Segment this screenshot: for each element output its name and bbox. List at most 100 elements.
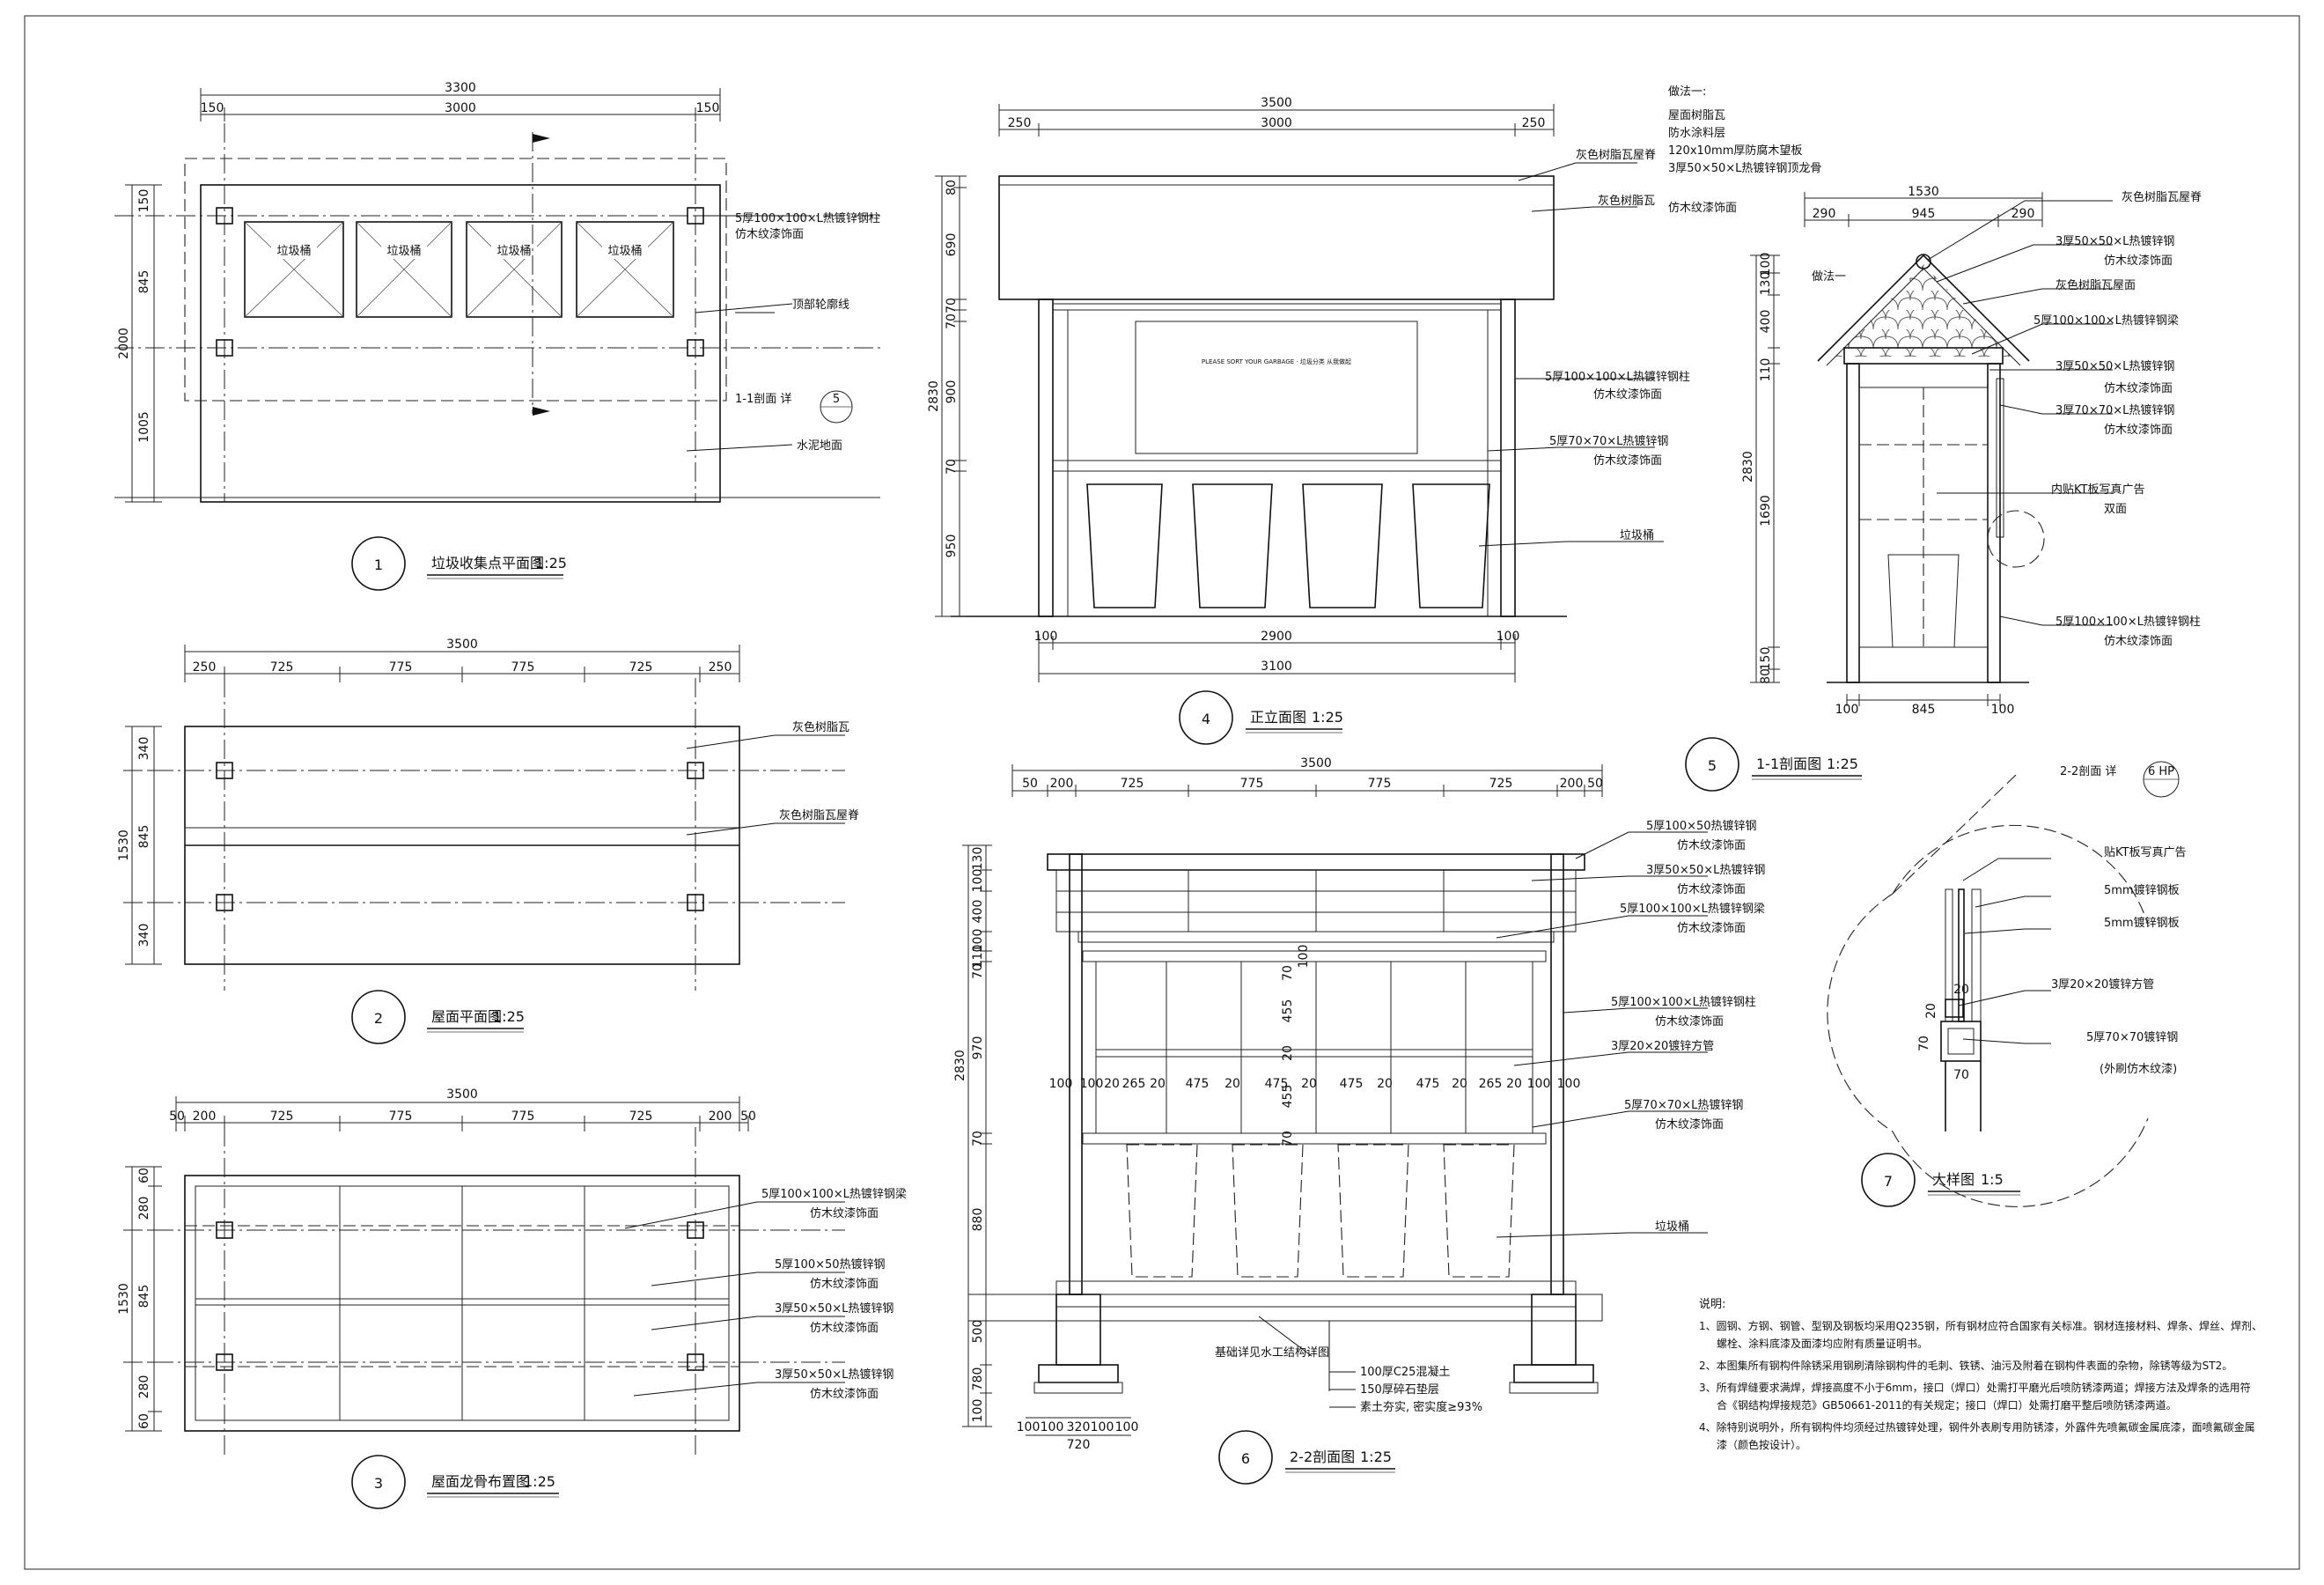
note-text: 仿木纹漆饰面: [2104, 634, 2173, 648]
method-tag: 做法一: [1812, 270, 1846, 284]
dim-text: 80: [1759, 668, 1773, 684]
note-text: 仿木纹漆饰面: [1655, 1117, 1724, 1132]
section-2-2-drawing: 3500 50 200 725 775 775 725 200 50 2830 …: [953, 756, 1765, 1485]
dim-text: 775: [389, 660, 413, 675]
drawing-title: 垃圾收集点平面图: [431, 555, 544, 571]
note-text: 5厚100×100×L热镀锌钢梁: [761, 1187, 907, 1201]
note-text: 仿木纹漆饰面: [2104, 423, 2173, 437]
dim-text: 20: [1452, 1077, 1467, 1091]
bin-label: 垃圾桶: [496, 245, 531, 258]
dim-text: 3300: [445, 81, 476, 95]
dim-text: 70: [1917, 1036, 1931, 1051]
section-ref: 5: [833, 393, 840, 406]
dim-text: 775: [511, 1110, 535, 1124]
dim-text: 725: [1121, 777, 1144, 791]
dim-text: 70: [971, 963, 985, 979]
section-ref: 6 HP: [2148, 765, 2174, 778]
note-text: 仿木纹漆饰面: [810, 1321, 879, 1335]
dim-text: 2900: [1261, 630, 1292, 644]
dim-text: 455: [1281, 999, 1295, 1023]
dim-text: 100: [1297, 945, 1311, 969]
drawing-number: 3: [374, 1475, 383, 1492]
drawing-title: 2-2剖面图: [1290, 1449, 1355, 1465]
dim-text: 845: [1912, 703, 1936, 717]
section-bins: [1126, 1144, 1515, 1278]
method-line: 仿木纹漆饰面: [1668, 201, 1737, 215]
dim-text: 250: [193, 660, 217, 675]
drawing-title: 大样图: [1932, 1171, 1975, 1188]
dim-text: 1530: [117, 829, 131, 861]
dim-text: 200: [709, 1110, 732, 1124]
spec-line: 螺栓、涂料底漆及面漆均应附有质量证明书。: [1717, 1337, 1928, 1350]
drawing-title: 1-1剖面图: [1756, 756, 1821, 772]
note-text: 5厚100×100×L热镀锌钢梁: [1620, 902, 1765, 916]
note-text: 双面: [2104, 503, 2127, 516]
section-mark-text: 2-2剖面 详: [2060, 765, 2116, 778]
drawing-number: 5: [1708, 757, 1717, 774]
dim-text: 100: [1835, 703, 1859, 717]
dim-text: 100: [1527, 1077, 1551, 1091]
note-text: 5厚100×100×L热镀锌钢柱: [1545, 370, 1690, 384]
dim-text: 3500: [446, 638, 478, 652]
dim-text: 250: [1522, 116, 1546, 130]
drawing-title: 屋面平面图: [431, 1008, 502, 1025]
dim-text: 100: [971, 1399, 985, 1423]
dim-text: 20: [1506, 1077, 1522, 1091]
dim-text: 20: [1924, 1003, 1938, 1019]
dim-text: 20: [1281, 1045, 1295, 1061]
dim-text: 950: [945, 534, 959, 558]
dim-text: 845: [137, 270, 151, 294]
bin-label: 垃圾桶: [607, 245, 642, 258]
method-title: 做法一:: [1668, 85, 1706, 99]
drawing-number: 1: [374, 557, 383, 573]
spec-line: 3、所有焊缝要求满焊，焊接高度不小于6mm，接口（焊口）处需打平磨光后喷防锈漆两…: [1699, 1381, 2251, 1394]
note-text: 灰色树脂瓦: [792, 720, 849, 734]
dim-text: 475: [1340, 1077, 1364, 1091]
roof-frame-drawing: 3500 50 200 725 775 775 725 200 50 1530 …: [117, 1087, 907, 1509]
dim-text: 3000: [445, 101, 476, 115]
roof-tiles: [998, 175, 1555, 300]
drawing-scale: 1:25: [524, 1473, 555, 1490]
bin-label: 垃圾桶: [276, 245, 311, 258]
note-text: 仿木纹漆饰面: [1655, 1014, 1724, 1028]
dim-text: 100: [1080, 1077, 1104, 1091]
note-text: 150厚碎石垫层: [1360, 1382, 1439, 1397]
dim-text: 130: [971, 847, 985, 871]
dim-text: 775: [389, 1110, 413, 1124]
dim-text: 775: [511, 660, 535, 675]
dim-text: 3500: [446, 1087, 478, 1102]
dim-text: 400: [1759, 310, 1773, 334]
note-text: 仿木纹漆饰面: [1593, 387, 1662, 402]
drawing-title: 正立面图: [1250, 709, 1306, 726]
note-text: 100厚C25混凝土: [1360, 1365, 1450, 1379]
spec-line: 1、圆钢、方钢、钢管、型钢及钢板均采用Q235钢，所有钢材应符合国家有关标准。钢…: [1699, 1319, 2262, 1332]
note-text: 灰色树脂瓦: [1598, 194, 1655, 208]
dim-text: 945: [1912, 207, 1936, 221]
dim-text: 100: [1557, 1077, 1581, 1091]
dim-text: 50: [1022, 777, 1038, 791]
dim-text: 400: [971, 900, 985, 924]
dim-text: 80: [945, 180, 959, 195]
spec-line: 2、本图集所有钢构件除锈采用钢刷清除钢构件的毛刺、铁锈、油污及附着在钢构件表面的…: [1699, 1359, 2232, 1372]
dim-text: 50: [1587, 777, 1603, 791]
dim-text: 265: [1122, 1077, 1146, 1091]
dim-text: 100: [1759, 253, 1773, 276]
dim-text: 70: [945, 459, 959, 475]
dim-text: 100: [1017, 1420, 1041, 1434]
note-text: 贴KT板写真广告: [2104, 846, 2186, 859]
dim-text: 20: [1104, 1077, 1120, 1091]
dim-text: 150: [137, 189, 151, 213]
dim-text: 475: [1186, 1077, 1210, 1091]
note-text: 基础详见水工结构详图: [1215, 1346, 1329, 1360]
dim-text: 845: [137, 1285, 151, 1309]
dim-text: 20: [1301, 1077, 1317, 1091]
section-mark-text: 1-1剖面 详: [735, 393, 791, 406]
dim-text: 110: [971, 945, 985, 969]
note-text: 3厚50×50×L热镀锌钢: [1646, 863, 1765, 877]
front-elevation-drawing: PLEASE SORT YOUR GARBAGE · 垃圾分类 从我做起 350…: [927, 96, 1690, 745]
dim-text: 320: [1067, 1420, 1091, 1434]
note-text: 5mm镀锌钢板: [2104, 916, 2180, 930]
dim-text: 280: [137, 1197, 151, 1220]
spec-line: 漆（颜色按设计）。: [1717, 1438, 1806, 1451]
dim-text: 780: [971, 1368, 985, 1391]
